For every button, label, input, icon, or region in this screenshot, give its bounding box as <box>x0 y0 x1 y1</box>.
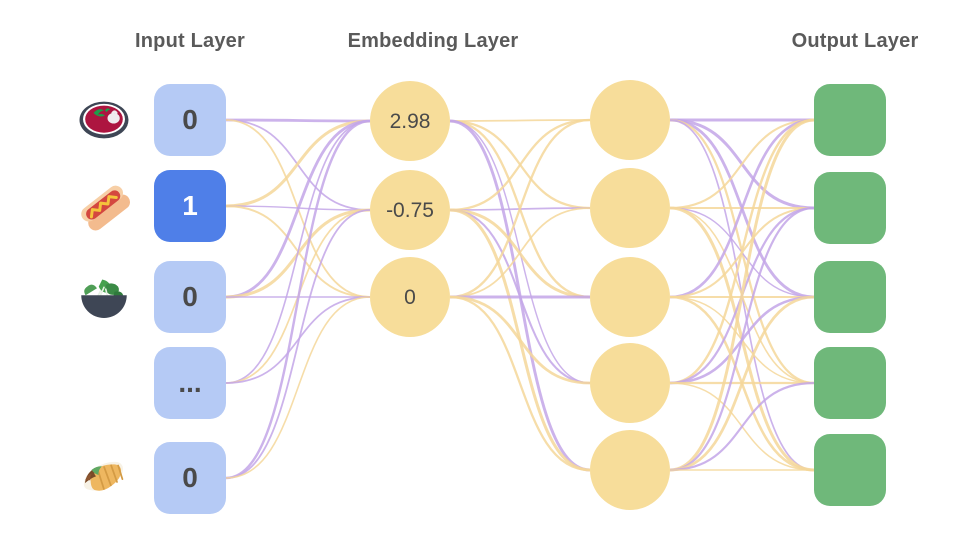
connection-edge <box>225 205 371 211</box>
output-node-4[interactable] <box>814 434 886 506</box>
connection-edge <box>225 119 371 208</box>
connection-edge <box>225 209 371 479</box>
connection-edge <box>449 118 591 299</box>
connection-edge <box>669 206 815 385</box>
connection-edge <box>449 207 591 298</box>
connection-edge <box>669 382 815 471</box>
input-node-1-value: 1 <box>182 190 198 221</box>
hidden-node-0[interactable] <box>590 80 670 160</box>
connection-edge <box>225 119 371 298</box>
connection-edge <box>449 208 591 472</box>
output-node-2[interactable] <box>814 261 886 333</box>
connection-edge <box>669 381 815 472</box>
hidden-node-1[interactable] <box>590 168 670 248</box>
connection-edge <box>669 119 815 471</box>
stew-bowl-icon <box>76 92 132 148</box>
connection-edge <box>669 118 815 210</box>
output-node-3[interactable] <box>814 347 886 419</box>
connection-edge <box>669 206 815 472</box>
connection-edge <box>449 118 591 212</box>
connection-edge <box>449 208 591 385</box>
connection-edge <box>225 208 371 299</box>
connection-edge <box>669 295 815 472</box>
connection-edge <box>669 207 815 298</box>
connection-edge <box>449 295 591 385</box>
embedding-node-1-value: -0.75 <box>386 198 434 222</box>
input-node-2-value: 0 <box>182 281 198 312</box>
input-layer-title: Input Layer <box>135 30 245 52</box>
input-node-2[interactable]: 0 <box>154 261 226 333</box>
connection-edge <box>669 206 815 472</box>
hot-dog-icon <box>76 178 132 234</box>
connection-edge <box>669 118 815 385</box>
connection-edge <box>225 205 371 298</box>
input-node-3-value: ... <box>178 367 202 398</box>
output-node-1[interactable] <box>814 172 886 244</box>
connection-edge <box>449 295 591 472</box>
connection-edge <box>449 119 591 122</box>
input-node-1[interactable]: 1 <box>154 170 226 242</box>
input-node-4[interactable]: 0 <box>154 442 226 514</box>
connection-edge <box>449 119 591 210</box>
input-node-0[interactable]: 0 <box>154 84 226 156</box>
connection-edge <box>669 206 815 299</box>
output-layer-title: Output Layer <box>791 30 919 52</box>
embedding-node-1[interactable]: -0.75 <box>370 170 450 250</box>
input-node-3[interactable]: ... <box>154 347 226 419</box>
connection-edge <box>449 119 591 299</box>
connection-edge <box>225 119 371 299</box>
connection-edge <box>669 118 815 472</box>
hidden-node-3[interactable] <box>590 343 670 423</box>
connection-edge <box>225 296 371 479</box>
connection-edge <box>669 296 815 384</box>
embedding-node-2[interactable]: 0 <box>370 257 450 337</box>
output-node-0[interactable] <box>814 84 886 156</box>
connection-edge <box>669 118 815 299</box>
connection-edge <box>225 296 371 384</box>
hidden-node-4[interactable] <box>590 430 670 510</box>
connection-edge <box>449 120 591 384</box>
connection-edge <box>225 209 371 384</box>
connection-edge <box>669 207 815 384</box>
input-node-4-value: 0 <box>182 462 198 493</box>
embedding-node-2-value: 0 <box>404 285 416 309</box>
connection-edge <box>449 119 591 472</box>
connection-edge <box>669 118 815 210</box>
connection-edge <box>669 118 815 385</box>
green-salad-icon <box>76 269 132 325</box>
embedding-layer-title: Embedding Layer <box>347 30 519 52</box>
connection-edge <box>225 120 371 384</box>
connection-edge <box>449 207 591 211</box>
connection-edge <box>225 119 371 211</box>
connection-edge <box>669 295 815 385</box>
connection-edge <box>225 119 371 480</box>
connection-edge <box>225 118 371 123</box>
embedding-node-0[interactable]: 2.98 <box>370 81 450 161</box>
embedding-node-0-value: 2.98 <box>389 109 431 133</box>
connection-edge <box>669 118 815 299</box>
hidden-node-2[interactable] <box>590 257 670 337</box>
input-node-0-value: 0 <box>182 104 198 135</box>
burrito-icon <box>76 450 132 506</box>
connection-edge <box>449 208 591 299</box>
connection-edge <box>669 295 815 472</box>
